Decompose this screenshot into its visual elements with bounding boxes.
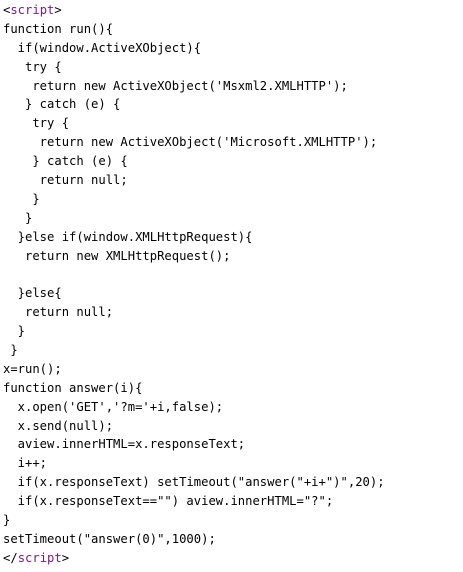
code-line-8: } catch (e) {	[3, 154, 128, 169]
code-line-21: x.open('GET','?m='+i,false);	[3, 399, 224, 414]
code-line-18: }	[3, 343, 18, 358]
code-line-15: }else{	[3, 286, 62, 301]
tag-close-bracket: >	[54, 3, 62, 17]
code-line-2: if(window.ActiveXObject){	[3, 40, 202, 55]
code-line-13: return new XMLHttpRequest();	[3, 248, 231, 263]
code-line-26: if(x.responseText=="") aview.innerHTML="…	[3, 494, 334, 509]
code-line-22: x.send(null);	[3, 418, 114, 433]
code-line-23: aview.innerHTML=x.responseText;	[3, 437, 246, 452]
code-line-24: i++;	[3, 456, 48, 471]
code-line-28: setTimeout("answer(0)",1000);	[3, 531, 216, 546]
code-line-16: return null;	[3, 305, 114, 320]
code-line-19: x=run();	[3, 361, 62, 376]
code-line-11: }	[3, 210, 33, 225]
code-line-17: }	[3, 324, 26, 339]
code-line-20: function answer(i){	[3, 380, 143, 395]
tag-close-bracket: >	[61, 550, 70, 565]
code-line-12: }else if(window.XMLHttpRequest){	[3, 229, 253, 244]
code-line-1: function run(){	[3, 21, 114, 36]
tag-open-bracket: <	[3, 3, 11, 17]
code-line-4: return new ActiveXObject('Msxml2.XMLHTTP…	[3, 78, 348, 93]
code-line-10: }	[3, 191, 40, 206]
code-line-27: }	[3, 513, 11, 528]
script-open-tag: <script>	[0, 1, 463, 20]
code-line-7: return new ActiveXObject('Microsoft.XMLH…	[3, 135, 378, 150]
tag-name: script	[10, 3, 55, 17]
tag-open-bracket: </	[3, 550, 18, 565]
code-line-25: if(x.responseText) setTimeout("answer("+…	[3, 475, 385, 490]
tag-name: script	[17, 550, 62, 565]
code-line-5: } catch (e) {	[3, 97, 121, 112]
code-line-9: return null;	[3, 173, 128, 188]
code-line-3: try {	[3, 59, 62, 74]
script-close-tag: </script>	[0, 549, 463, 568]
code-line-14	[0, 265, 463, 284]
code-line-6: try {	[3, 116, 70, 131]
